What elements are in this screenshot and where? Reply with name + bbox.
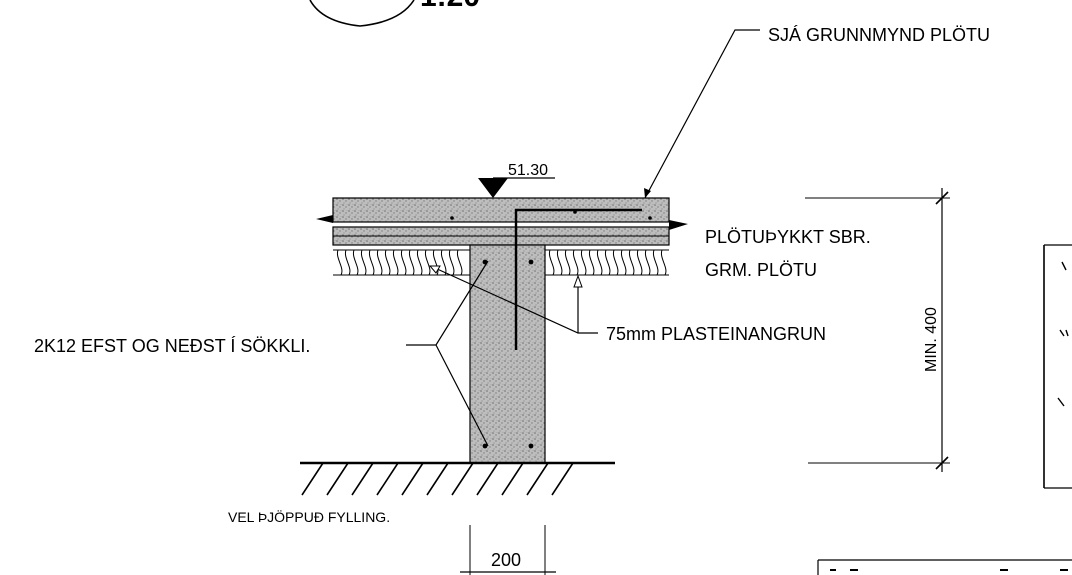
insulation-right bbox=[545, 249, 669, 276]
dim-tick-top bbox=[935, 191, 949, 205]
height-dimension-label: MIN. 400 bbox=[923, 307, 940, 372]
leader-arrow-icon bbox=[428, 265, 441, 274]
scale-label: 1:20 bbox=[420, 0, 480, 13]
ground-hatch bbox=[301, 462, 574, 496]
break-mark-left bbox=[316, 215, 333, 223]
detail-circle bbox=[309, 0, 415, 27]
leader-rebar bbox=[406, 260, 489, 447]
break-mark-right bbox=[669, 220, 688, 230]
level-triangle-icon bbox=[478, 178, 508, 198]
leader-arrow-icon bbox=[644, 188, 651, 198]
dim-tick-bottom bbox=[935, 456, 949, 470]
reinforcement-bar bbox=[514, 208, 642, 350]
level-label: 51.30 bbox=[508, 162, 548, 179]
rebar-label: 2K12 EFST OG NEÐST Í SÖKKLI. bbox=[34, 336, 310, 356]
rebar-dots bbox=[450, 210, 652, 449]
slab-reference-label: SJÁ GRUNNMYND PLÖTU bbox=[768, 25, 990, 45]
fill-label: VEL ÞJÖPPUÐ FYLLING. bbox=[228, 508, 390, 525]
slab-thickness-label-1: PLÖTUÞYKKT SBR. bbox=[705, 227, 871, 247]
adjacent-title-block bbox=[817, 559, 1072, 575]
slab-thickness-label-2: GRM. PLÖTU bbox=[705, 260, 817, 280]
insulation-left bbox=[333, 249, 470, 276]
width-dimension-label: 200 bbox=[491, 550, 521, 570]
insulation-label: 75mm PLASTEINANGRUN bbox=[606, 324, 826, 344]
adjacent-detail-frame bbox=[1043, 244, 1072, 489]
leader-slab-reference bbox=[644, 29, 760, 199]
leader-arrow-icon bbox=[573, 274, 583, 288]
foundation-wall bbox=[469, 244, 546, 464]
